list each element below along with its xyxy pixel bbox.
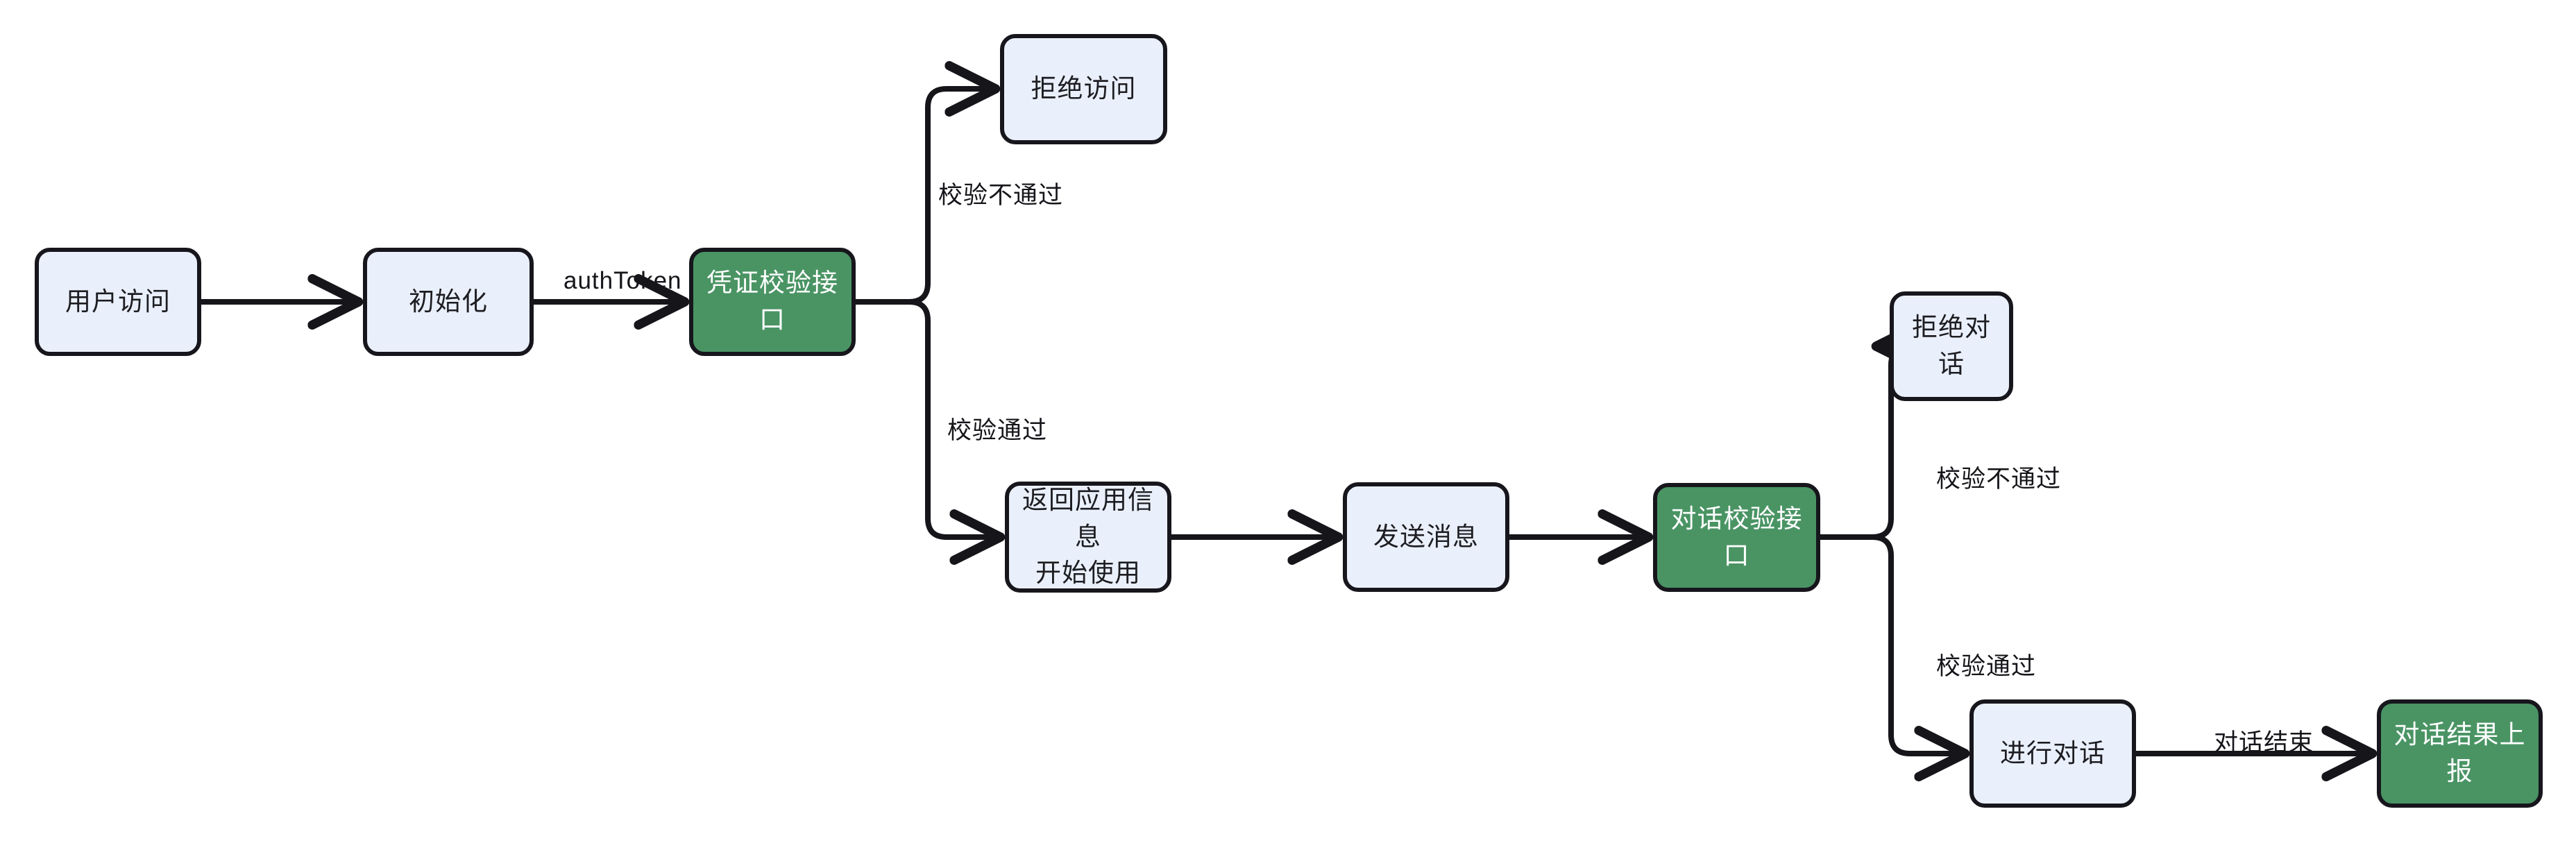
node-label: 凭证校验接口 [706,269,838,334]
node-send-message[interactable]: 发送消息 [1343,482,1509,592]
node-deny-access[interactable]: 拒绝访问 [1000,34,1167,144]
node-label: 拒绝访问 [1031,74,1137,103]
edge-chat-auth-api-to-do-chat [1872,534,1970,781]
node-report-chat-result[interactable]: 对话结果上报 [2377,699,2543,808]
node-auth-api[interactable]: 凭证校验接口 [689,248,856,356]
node-do-chat[interactable]: 进行对话 [1969,699,2136,808]
node-label: 对话结果上报 [2393,720,2526,785]
edge-label-chat-auth-fail: 校验不通过 [1936,466,2062,493]
node-chat-auth-api[interactable]: 对话校验接口 [1653,483,1820,592]
node-label: 进行对话 [2000,738,2105,767]
node-label: 对话校验接口 [1670,504,1803,570]
node-init[interactable]: 初始化 [363,248,534,356]
node-label: 用户访问 [65,287,171,316]
edge-label-chat-end: 对话结束 [2214,729,2314,756]
node-user-access[interactable]: 用户访问 [35,248,201,356]
node-label: 初始化 [409,287,488,316]
edge-label-auth-pass: 校验通过 [947,417,1048,444]
node-deny-chat[interactable]: 拒绝对话 [1890,291,2013,401]
edge-auth-api-to-deny-access [908,61,1001,305]
edge-auth-api-to-return-app-info [908,299,1006,565]
edge-label-chat-auth-pass: 校验通过 [1936,653,2037,680]
edge-label-auth-token: authToken [564,267,682,294]
edge-label-auth-fail: 校验不通过 [938,182,1064,209]
node-label: 返回应用信息 开始使用 [1022,486,1154,588]
node-return-app-info[interactable]: 返回应用信息 开始使用 [1005,482,1171,593]
node-label: 拒绝对话 [1912,313,1991,378]
node-label: 发送消息 [1373,522,1479,551]
